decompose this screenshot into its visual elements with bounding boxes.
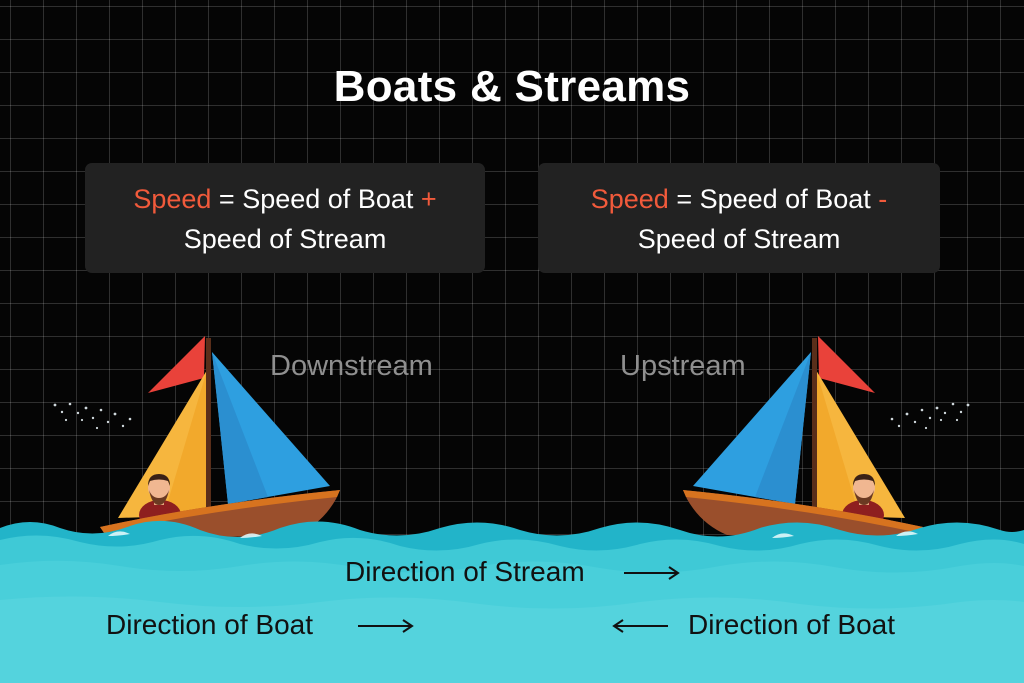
splash-dots-left — [53, 402, 132, 430]
boat-direction-label-left: Direction of Boat — [106, 609, 313, 640]
formula-minus-operator: - — [878, 184, 888, 214]
page-title: Boats & Streams — [333, 62, 691, 111]
arrow-right-icon — [358, 619, 414, 633]
upstream-formula-line-1: Speed = Speed of Boat - — [538, 179, 940, 219]
mast-left — [206, 338, 211, 523]
downstream-sailboat — [100, 336, 340, 540]
formula-equals: = — [218, 184, 235, 214]
upstream-formula-box: Speed = Speed of Boat - Speed of Stream — [538, 163, 940, 273]
formula-term: Speed — [133, 184, 212, 214]
formula-rhs: Speed of Stream — [183, 224, 387, 254]
arrow-right-icon — [624, 566, 680, 580]
downstream-formula-line-1: Speed = Speed of Boat + — [85, 179, 485, 219]
upstream-sailboat — [683, 336, 923, 540]
downstream-label: Downstream — [270, 350, 433, 382]
splash-dots-right — [890, 402, 970, 430]
flag-right — [818, 336, 875, 393]
downstream-formula-box: Speed = Speed of Boat + Speed of Stream — [85, 163, 485, 273]
formula-rhs: Speed of Stream — [637, 224, 841, 254]
formula-lhs: Speed of Boat — [699, 184, 871, 214]
mast-right — [812, 338, 817, 523]
formula-term: Speed — [590, 184, 669, 214]
stream-direction-label: Direction of Stream — [345, 556, 585, 587]
water — [0, 520, 1024, 683]
formula-plus-operator: + — [420, 184, 437, 214]
upstream-label: Upstream — [620, 350, 746, 382]
formula-lhs: Speed of Boat — [242, 184, 414, 214]
formula-equals: = — [676, 184, 693, 214]
arrow-left-icon — [612, 619, 668, 633]
foam — [108, 531, 918, 538]
boat-direction-label-right: Direction of Boat — [688, 609, 895, 640]
flag-left — [148, 336, 205, 393]
